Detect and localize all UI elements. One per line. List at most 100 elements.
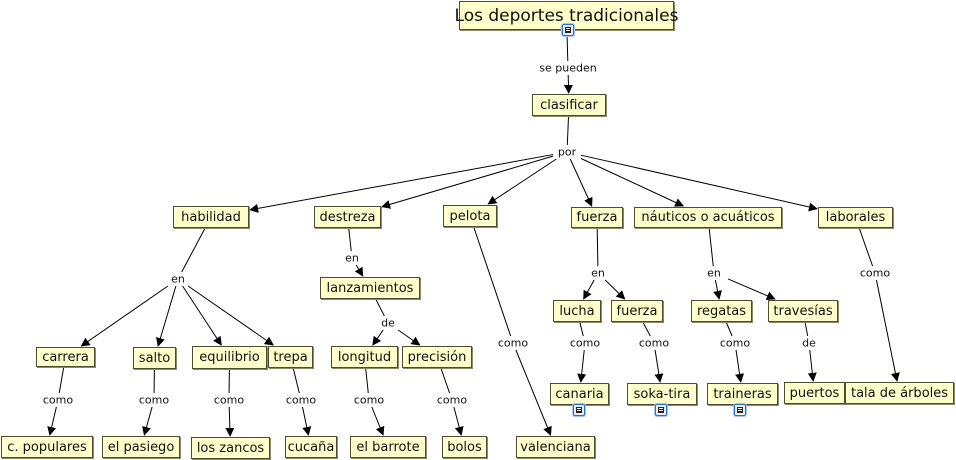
connector-carrera-como_carrera — [58, 367, 65, 394]
concept-sokatira[interactable]: soka-tira — [627, 383, 697, 405]
concept-barrote[interactable]: el barrote — [350, 436, 426, 458]
connector-de_lanzamientos-longitud — [372, 329, 384, 346]
connector-lanzamientos-de_lanzamientos — [375, 299, 385, 317]
connector-como_regatas-traineras — [735, 349, 745, 383]
connector-en_fuerza-fuerza2 — [604, 279, 626, 300]
concept-cpopulares[interactable]: c. populares — [1, 436, 93, 458]
link-label-como-pelota[interactable]: como — [495, 336, 531, 350]
concept-pelota[interactable]: pelota — [443, 205, 497, 227]
connector-por-nauticos — [580, 158, 685, 207]
link-label-como-regatas[interactable]: como — [717, 336, 753, 350]
connector-como_precision-bolos — [453, 406, 464, 436]
link-label-se-pueden[interactable]: se pueden — [537, 61, 599, 75]
link-label-como-salto[interactable]: como — [136, 393, 172, 407]
connector-como_laborales-tala — [875, 279, 900, 382]
connector-en_habilidad-equilibrio — [182, 285, 222, 346]
concept-laborales[interactable]: laborales — [818, 207, 893, 228]
connector-longitud-como_longitud — [365, 368, 369, 394]
concept-puertos[interactable]: puertos — [784, 382, 845, 404]
concept-lucha[interactable]: lucha — [553, 300, 601, 322]
connector-en_habilidad-carrera — [80, 285, 169, 347]
concept-lanzamientos[interactable]: lanzamientos — [320, 277, 420, 299]
concept-trepa[interactable]: trepa — [268, 346, 313, 368]
connector-fuerza-en_fuerza — [596, 228, 599, 267]
connector-en_nauticos-travesias — [727, 278, 776, 300]
concept-regatas[interactable]: regatas — [691, 300, 752, 322]
concept-canaria[interactable]: canaria — [550, 383, 609, 405]
concept-fuerza2[interactable]: fuerza — [611, 300, 663, 322]
link-label-como-precision[interactable]: como — [434, 393, 470, 407]
concept-bolos[interactable]: bolos — [442, 436, 487, 458]
concept-longitud[interactable]: longitud — [331, 346, 398, 368]
concept-valenciana[interactable]: valenciana — [516, 436, 595, 458]
connector-fuerza2-como_fuerza2 — [642, 322, 651, 337]
link-label-como-carrera[interactable]: como — [40, 393, 76, 407]
connector-como_longitud-barrote — [371, 406, 385, 436]
link-label-en-nauticos[interactable]: en — [705, 266, 723, 280]
link-label-como-longitud[interactable]: como — [351, 393, 387, 407]
concept-precision[interactable]: precisión — [402, 346, 472, 368]
connector-regatas-como_regatas — [726, 322, 733, 337]
link-label-como-equilibrio[interactable]: como — [211, 393, 247, 407]
connector-root-se_pueden — [566, 30, 569, 62]
link-label-por[interactable]: por — [555, 145, 579, 159]
connector-por-fuerza — [569, 158, 593, 207]
document-icon-root[interactable] — [562, 24, 574, 36]
concept-nauticos[interactable]: náuticos o acuáticos — [634, 207, 782, 228]
concept-equilibrio[interactable]: equilibrio — [192, 346, 267, 369]
connector-por-pelota — [487, 158, 557, 205]
connector-en_fuerza-lucha — [583, 279, 595, 300]
link-label-en-habilidad[interactable]: en — [169, 272, 187, 286]
connector-por-habilidad — [249, 154, 554, 213]
connector-en_nauticos-regatas — [713, 279, 722, 300]
connector-trepa-como_trepa — [292, 368, 300, 394]
connector-por-laborales — [580, 154, 818, 212]
document-icon-canaria[interactable] — [573, 404, 585, 416]
connector-laborales-como_laborales — [859, 228, 874, 267]
connector-en_habilidad-salto — [156, 285, 177, 347]
concept-pasiego[interactable]: el pasiego — [102, 436, 180, 458]
connector-de_travesias-puertos — [807, 349, 817, 382]
connector-como_trepa-cucana — [302, 406, 312, 436]
concept-travesias[interactable]: travesías — [768, 300, 838, 322]
connector-nauticos-en_nauticos — [708, 228, 714, 267]
link-label-en-fuerza[interactable]: en — [589, 266, 607, 280]
connector-destreza-en_destreza — [348, 228, 352, 252]
connector-como_fuerza2-sokatira — [654, 349, 664, 383]
concept-traineras[interactable]: traineras — [707, 383, 778, 405]
connector-como_lucha-canaria — [577, 349, 587, 383]
connector-por-destreza — [381, 155, 554, 209]
concept-salto[interactable]: salto — [133, 347, 176, 369]
connector-en_destreza-lanzamientos — [354, 264, 364, 277]
concept-zancos[interactable]: los zancos — [191, 437, 270, 459]
link-label-como-trepa[interactable]: como — [283, 393, 319, 407]
document-icon-sokatira[interactable] — [655, 404, 667, 416]
link-label-de-travesias[interactable]: de — [800, 336, 818, 350]
connector-habilidad-en_habilidad — [181, 228, 206, 273]
document-icon-traineras[interactable] — [734, 404, 746, 416]
connector-como_carrera-cpopulares — [47, 406, 57, 436]
concept-tala[interactable]: tala de árboles — [845, 382, 954, 404]
connector-como_equilibrio-zancos — [225, 406, 235, 437]
connector-lucha-como_lucha — [579, 322, 584, 337]
connector-como_pelota-valenciana — [515, 349, 552, 436]
concept-destreza[interactable]: destreza — [314, 206, 381, 228]
connector-pelota-como_pelota — [473, 227, 512, 337]
concept-clasificar[interactable]: clasificar — [532, 94, 606, 116]
connector-precision-como_precision — [440, 368, 451, 394]
concept-carrera[interactable]: carrera — [36, 347, 95, 367]
connector-en_habilidad-trepa — [187, 285, 274, 346]
concept-root[interactable]: Los deportes tradicionales — [455, 1, 678, 30]
connector-clasificar-por — [566, 116, 569, 146]
link-label-como-laborales[interactable]: como — [857, 266, 893, 280]
link-label-como-lucha[interactable]: como — [567, 336, 603, 350]
link-label-de-lanzamientos[interactable]: de — [379, 316, 397, 330]
concept-cucana[interactable]: cucaña — [285, 436, 337, 458]
link-label-en-destreza[interactable]: en — [343, 251, 361, 265]
connector-travesias-de_travesias — [804, 322, 809, 337]
concept-fuerza[interactable]: fuerza — [571, 207, 623, 228]
link-label-como-fuerza2[interactable]: como — [636, 336, 672, 350]
connector-de_lanzamientos-precision — [397, 329, 421, 346]
concept-habilidad[interactable]: habilidad — [173, 206, 249, 228]
